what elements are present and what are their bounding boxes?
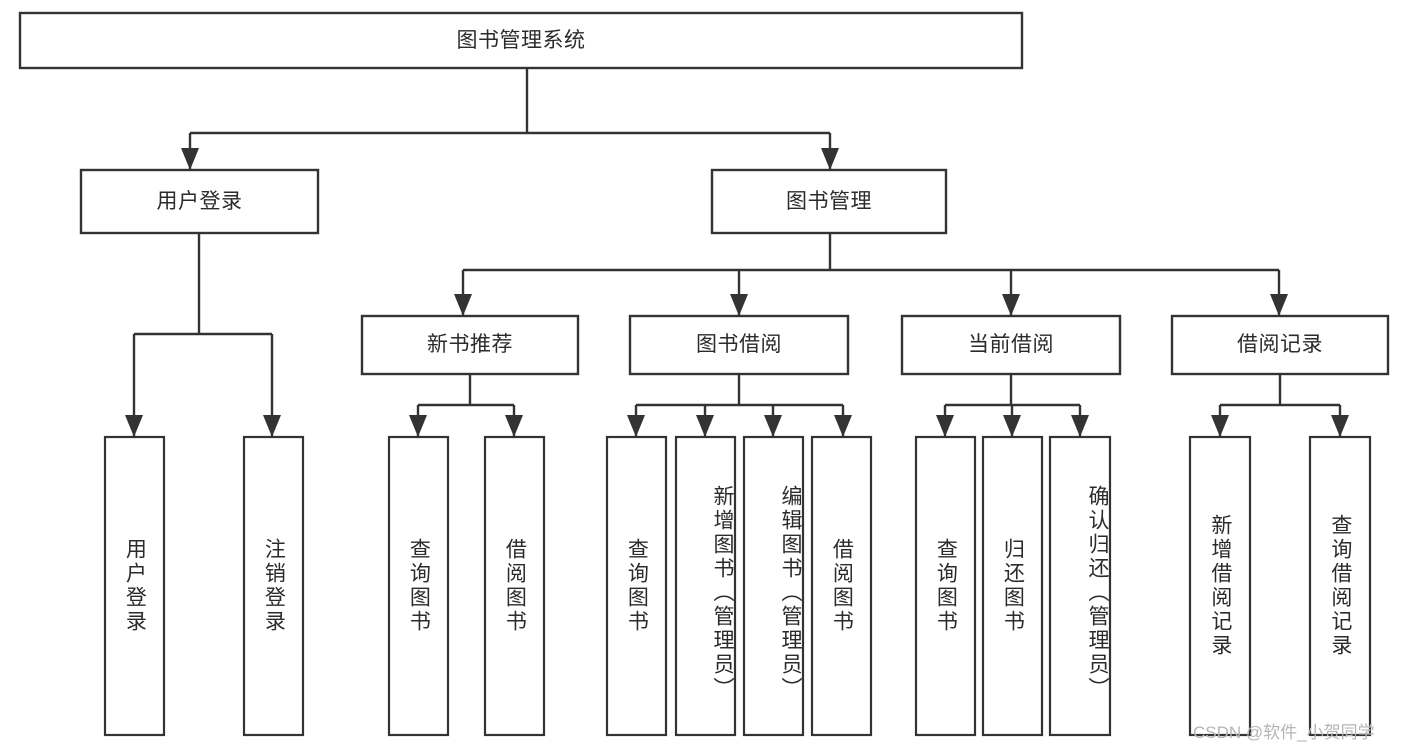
edges-layer (125, 68, 1349, 437)
node-box-book-borrow (628, 314, 850, 376)
connector-arrowhead (1211, 415, 1229, 437)
connector-arrowhead (1331, 415, 1349, 437)
node-box-user-login (79, 168, 320, 235)
node-box-leaf-borrow-book (810, 435, 873, 737)
node-box-leaf-user-logout (242, 435, 305, 737)
node-box-new-book-rec (360, 314, 580, 376)
node-box-leaf-rec-query-book (387, 435, 450, 737)
connector-arrowhead (263, 415, 281, 437)
connector-arrowhead (834, 415, 852, 437)
connector-arrowhead (821, 148, 839, 170)
connector-arrowhead (627, 415, 645, 437)
node-box-root (18, 11, 1024, 70)
connector-arrowhead (1003, 415, 1021, 437)
node-box-leaf-rec-borrow-book (483, 435, 546, 737)
node-box-current-borrow (900, 314, 1122, 376)
node-box-leaf-query-borrow-record (1308, 435, 1372, 737)
node-box-leaf-user-login (103, 435, 166, 737)
connector-arrowhead (181, 148, 199, 170)
connector-arrowhead (454, 294, 472, 316)
connector-arrowhead (730, 294, 748, 316)
connector-arrowhead (505, 415, 523, 437)
node-box-leaf-add-book-admin (674, 435, 737, 737)
connector-arrowhead (409, 415, 427, 437)
node-box-leaf-add-borrow-record (1188, 435, 1252, 737)
connector-arrowhead (764, 415, 782, 437)
node-box-leaf-cur-query-book (914, 435, 977, 737)
node-box-leaf-confirm-return-admin (1048, 435, 1112, 737)
node-box-book-manage (710, 168, 948, 235)
node-box-leaf-return-book (981, 435, 1044, 737)
connector-arrowhead (1071, 415, 1089, 437)
connector-arrowhead (936, 415, 954, 437)
node-box-leaf-borrow-query-book (605, 435, 668, 737)
connector-arrowhead (125, 415, 143, 437)
boxes-layer (18, 11, 1390, 737)
node-box-leaf-edit-book-admin (742, 435, 805, 737)
connector-arrowhead (696, 415, 714, 437)
node-box-borrow-record (1170, 314, 1390, 376)
connector-arrowhead (1002, 294, 1020, 316)
connector-arrowhead (1270, 294, 1288, 316)
